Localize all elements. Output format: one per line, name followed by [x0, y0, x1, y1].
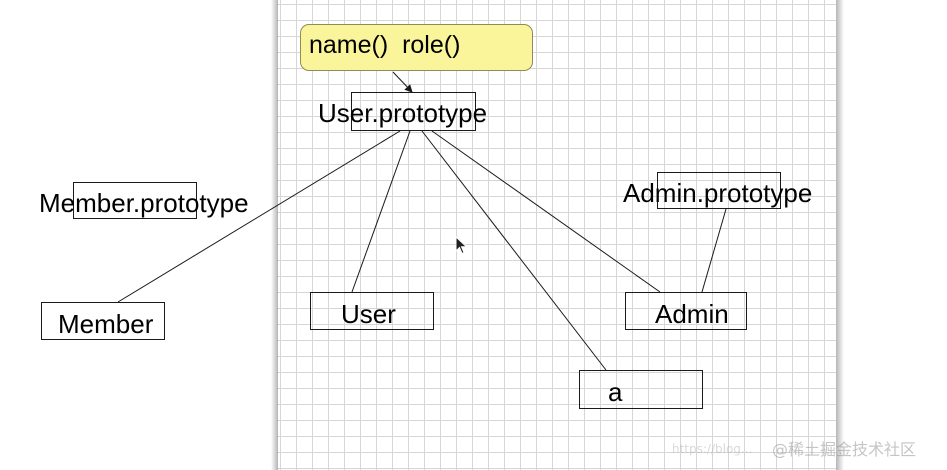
canvas-shadow-right — [836, 0, 844, 470]
edge-note-to-user-prototype — [392, 71, 413, 93]
admin-prototype-box[interactable] — [657, 172, 781, 209]
canvas-shadow-left — [271, 0, 278, 470]
instance-a-label: a — [608, 377, 623, 407]
methods-note[interactable] — [300, 24, 533, 71]
admin-label: Admin — [655, 299, 729, 329]
edge-user-prototype-to-member — [117, 130, 401, 303]
admin-box[interactable] — [625, 292, 747, 330]
edge-user-prototype-to-admin — [431, 130, 661, 293]
member-box[interactable] — [41, 302, 165, 340]
faded-url-watermark: https://blog... — [672, 442, 753, 456]
edge-user-prototype-to-user — [351, 130, 411, 293]
methods-note-label: name() role() — [309, 31, 461, 59]
grid-canvas — [277, 0, 836, 470]
user-prototype-label: User.prototype — [318, 98, 488, 128]
instance-a-box[interactable] — [579, 370, 703, 409]
edge-admin-prototype-to-admin — [701, 208, 727, 293]
admin-prototype-label: Admin.prototype — [623, 178, 813, 208]
user-box[interactable] — [310, 292, 434, 330]
user-label: User — [341, 299, 396, 329]
edge-user-prototype-to-a — [421, 130, 607, 371]
member-label: Member — [58, 309, 154, 339]
mouse-pointer-icon — [455, 236, 468, 255]
user-prototype-box[interactable] — [351, 92, 476, 131]
member-prototype-box[interactable] — [73, 182, 197, 219]
member-prototype-label: Member.prototype — [39, 188, 249, 218]
juejin-watermark: @稀土掘金技术社区 — [772, 440, 917, 459]
